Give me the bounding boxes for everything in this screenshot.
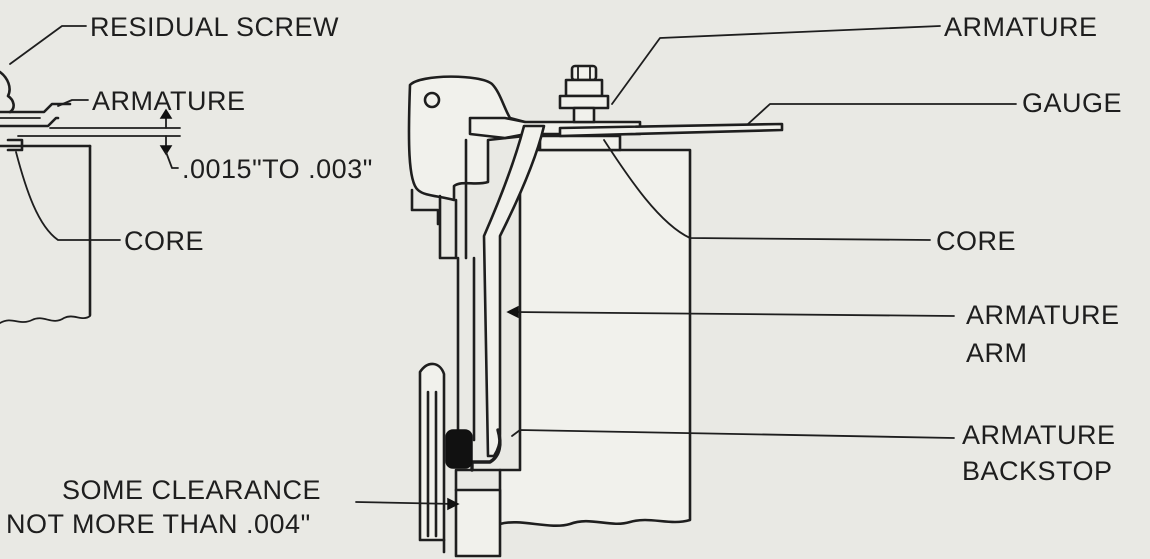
bottom-bracket (454, 488, 502, 558)
label-armature-arm-2: ARM (966, 338, 1028, 368)
label-core-left: CORE (124, 226, 204, 256)
residual-screw (558, 64, 610, 124)
label-clearance-range: .0015"TO .003" (182, 154, 373, 184)
pivot-pin (423, 91, 441, 109)
label-armature-backstop-1: ARMATURE (962, 420, 1116, 450)
label-armature-right: ARMATURE (944, 12, 1098, 42)
left-detail (0, 70, 181, 324)
label-armature-left: ARMATURE (92, 86, 246, 116)
frame-strip (456, 138, 476, 442)
armature-backstop (470, 428, 502, 472)
label-armature-arm-1: ARMATURE (966, 300, 1120, 330)
label-armature-backstop-2: BACKSTOP (962, 456, 1113, 486)
coil-body (498, 148, 692, 528)
backstop-pad (445, 429, 473, 469)
label-gauge: GAUGE (1022, 88, 1122, 118)
relay-assembly (407, 64, 784, 558)
left-leaders (9, 25, 179, 241)
main-leaders (355, 25, 1017, 511)
pulley-assembly (418, 362, 473, 554)
core-top (538, 134, 622, 152)
label-some-clearance: SOME CLEARANCE (62, 475, 321, 505)
label-core-right: CORE (936, 226, 1016, 256)
residual-screw-left (0, 70, 15, 114)
gauge-strip (558, 122, 784, 138)
label-not-more-than: NOT MORE THAN .004" (6, 509, 311, 539)
hinge-bracket (407, 75, 527, 202)
label-residual-screw: RESIDUAL SCREW (90, 12, 339, 42)
